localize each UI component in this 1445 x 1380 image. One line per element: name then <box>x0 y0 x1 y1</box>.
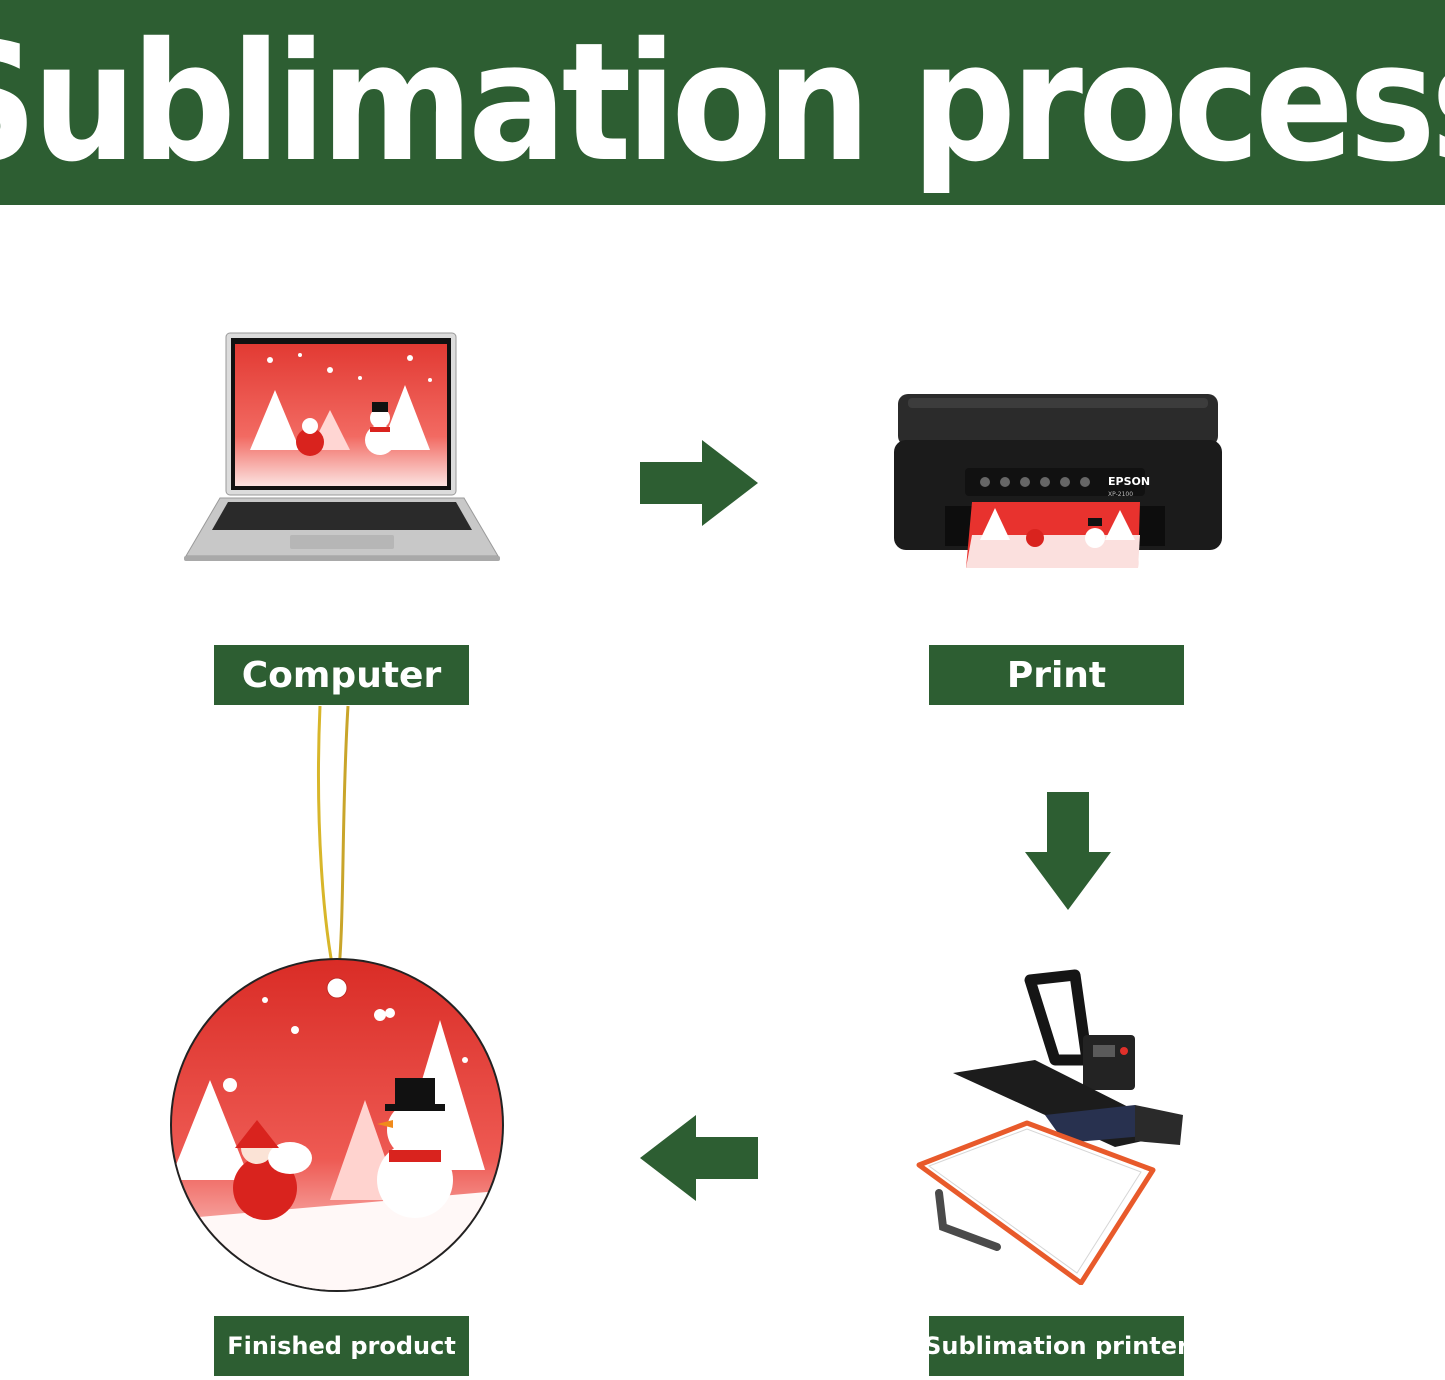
step-label-finished-product: Finished product <box>214 1316 469 1376</box>
title-banner: Sublimation process <box>0 0 1445 205</box>
step-label-computer: Computer <box>214 645 469 705</box>
step-label-print: Print <box>929 645 1184 705</box>
printer-model: XP-2100 <box>1108 491 1133 498</box>
printer-brand: EPSON <box>1108 475 1150 488</box>
laptop-icon <box>184 332 500 561</box>
step-label-finished-product-text: Finished product <box>227 1332 456 1360</box>
arrow-down-icon <box>1025 792 1111 910</box>
step-label-computer-text: Computer <box>241 654 442 696</box>
step-label-sublimation-printer-text: Sublimation printer <box>924 1332 1189 1360</box>
arrow-left-icon <box>640 1115 758 1201</box>
ornament-icon <box>170 705 504 1292</box>
heat-press-icon <box>916 969 1183 1285</box>
arrow-right-icon <box>640 440 758 526</box>
step-label-print-text: Print <box>1006 654 1107 696</box>
page-title: Sublimation process <box>0 7 1445 198</box>
step-label-sublimation-printer: Sublimation printer <box>924 1316 1189 1376</box>
printer-icon: EPSON XP-2100 <box>894 394 1222 568</box>
